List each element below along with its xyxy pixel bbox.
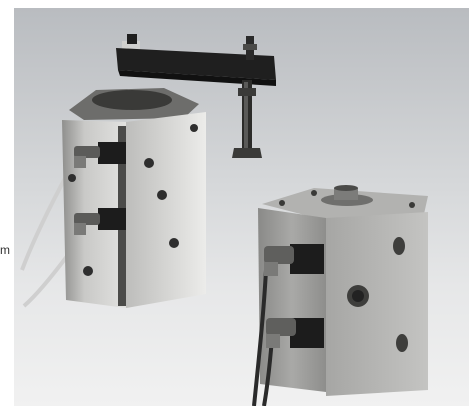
block-cylinder — [252, 185, 428, 406]
swing-clamp-cylinder — [20, 88, 206, 308]
clamp-arm — [116, 34, 276, 158]
side-label: m — [0, 243, 10, 257]
sensor-bottom-right — [266, 318, 324, 348]
photo-illustration — [20, 34, 428, 406]
sensor-top-right — [264, 244, 324, 276]
sensor-top-left — [74, 142, 126, 168]
product-photo — [14, 8, 469, 406]
sensor-bottom-left — [74, 208, 126, 235]
